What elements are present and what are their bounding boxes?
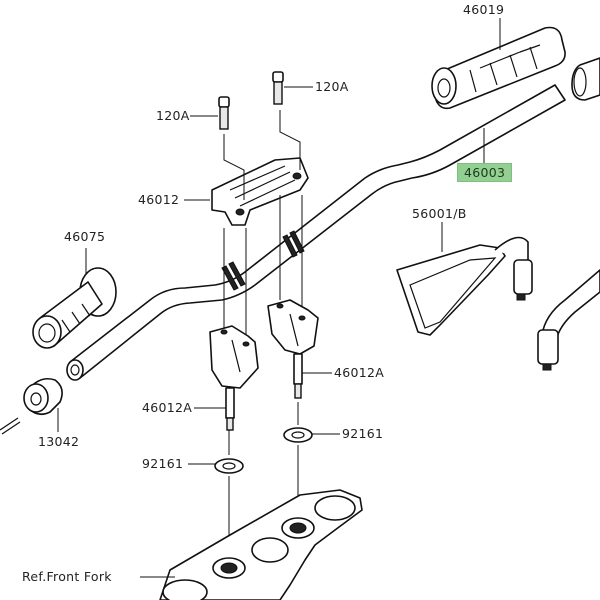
label-mirror[interactable]: 56001/B xyxy=(412,206,467,221)
handlebar-tube[interactable] xyxy=(66,84,566,381)
triple-clamp[interactable] xyxy=(140,489,363,600)
riser-left[interactable] xyxy=(194,325,259,431)
bolt-left[interactable] xyxy=(190,96,245,200)
label-washer-right[interactable]: 92161 xyxy=(342,426,384,441)
riser-right[interactable] xyxy=(267,299,332,399)
bolt-right[interactable] xyxy=(272,71,313,170)
knurling-marks-left xyxy=(221,261,246,291)
right-bar-end[interactable] xyxy=(571,57,600,101)
label-riser-left[interactable]: 46012A xyxy=(142,400,193,415)
label-left-grip[interactable]: 46075 xyxy=(64,229,106,244)
label-upper-clamp[interactable]: 46012 xyxy=(138,192,180,207)
label-bolt-left[interactable]: 120A xyxy=(156,108,190,123)
washer-right[interactable] xyxy=(283,427,340,443)
knurling-marks-right xyxy=(282,230,305,258)
label-riser-right[interactable]: 46012A xyxy=(334,365,385,380)
mirror-right[interactable] xyxy=(537,269,600,371)
bar-end-weight[interactable] xyxy=(0,377,63,435)
label-handlebar-highlighted[interactable]: 46003 xyxy=(457,163,513,182)
upper-clamp[interactable] xyxy=(184,157,309,226)
washer-left[interactable] xyxy=(188,458,244,474)
label-bar-end[interactable]: 13042 xyxy=(38,434,80,449)
label-throttle-grip[interactable]: 46019 xyxy=(463,2,505,17)
throttle-grip[interactable] xyxy=(431,18,566,110)
label-bolt-right[interactable]: 120A xyxy=(315,79,349,94)
label-front-fork-ref[interactable]: Ref.Front Fork xyxy=(22,569,112,584)
left-grip[interactable] xyxy=(32,248,117,349)
mirror-left[interactable] xyxy=(396,222,533,336)
label-washer-left[interactable]: 92161 xyxy=(142,456,184,471)
